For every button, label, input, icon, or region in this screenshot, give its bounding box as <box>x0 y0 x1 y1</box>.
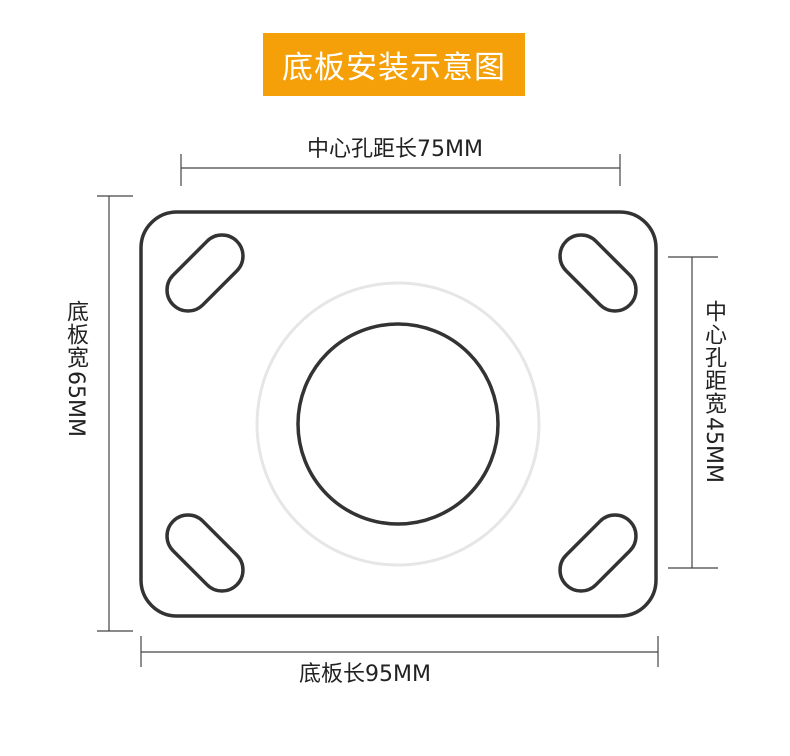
top-dimension-line <box>180 154 621 186</box>
plate-width-label-text: 底板宽 <box>63 300 88 369</box>
inner-ring <box>255 281 541 567</box>
hole-spacing-width-label-value: 45MM <box>701 417 726 483</box>
hole-spacing-length-label: 中心孔距长75MM <box>307 137 483 162</box>
left-dimension-line <box>97 195 133 632</box>
slot-hole-bottom-left <box>165 513 245 593</box>
center-hole <box>296 322 500 526</box>
slot-hole-top-left <box>165 233 245 313</box>
plate-width-label: 底板宽 65MM <box>60 300 90 437</box>
bottom-dimension-line <box>140 636 659 667</box>
hole-spacing-width-label-text: 中心孔距宽 <box>701 300 726 415</box>
slot-hole-bottom-right <box>558 513 638 593</box>
right-dimension-line <box>668 256 718 569</box>
plate-width-label-value: 65MM <box>63 371 88 437</box>
plate-outline <box>139 210 658 618</box>
hole-spacing-width-label: 中心孔距宽 45MM <box>698 300 728 483</box>
diagram-title: 底板安装示意图 <box>263 33 525 96</box>
plate-length-label: 底板长95MM <box>299 662 431 687</box>
slot-hole-top-right <box>558 233 638 313</box>
